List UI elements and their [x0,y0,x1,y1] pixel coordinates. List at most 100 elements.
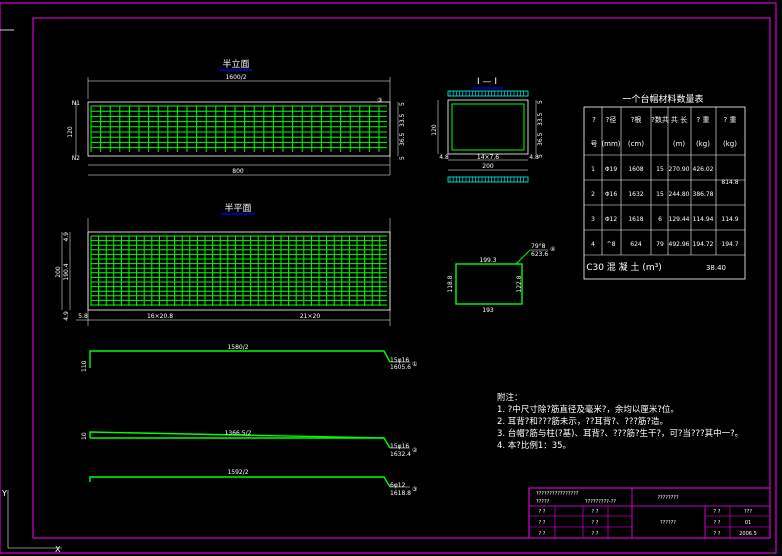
section-title: I — I [477,77,497,87]
table-cell: 79 [656,241,664,248]
title-block-sub-mid: ?????????-?? [585,499,616,505]
elevation-callout: ③ [377,97,382,104]
bar-3-no: ③ [412,486,417,493]
table-header-bot-1: 号 [591,140,598,148]
table-header-bot-5: (m) [673,140,686,148]
elevation-tag-n2: N2 [72,155,80,162]
elevation-title: 半立面 [222,58,249,70]
bar-2-no: ② [412,447,418,454]
plan-rebar-grid [90,235,387,306]
elevation-rebar-grid [90,105,387,152]
section-bottom-dim-1: 4.8 [439,154,449,161]
section-view: I — I 120 4.8 14×7.6 4.8 200 5 33.5 36.5… [431,77,544,183]
svg-text:Y: Y [1,489,7,498]
title-block-project: ???????????????? [536,491,579,497]
section-bottom-hatch [447,176,529,183]
stirrup-top-dim: 199.3 [479,257,496,264]
plan-outline [87,231,391,311]
table-concrete-label: C30 混 凝 土 (m³) [586,261,662,273]
section-left-dim: 120 [431,124,438,136]
title-block-sub-left: ????? [536,499,550,505]
bar-3-label: 1592/2 [227,469,248,476]
title-block-r1-c2: ? ? [592,509,599,515]
title-block-drawing-name: ???????? [657,495,679,501]
table-cell: 244.80 [669,191,690,198]
notes-line-4: 4. 本?比例1：35。 [497,440,571,451]
title-block-r1-c3: ? ? [714,509,721,515]
plan-view: 半平面 4.9 190.4 4.9 200 5.8 16×20.8 21×20 [55,202,391,326]
table-cell: 194.72 [693,241,714,248]
table-cell: Φ12 [605,216,618,223]
title-block: ???????????????? ????? ?????????-?? ????… [528,487,771,539]
table-cell: 270.90 [669,166,690,173]
notes-line-1: 1. ?中尺寸除?筋直径及毫米?，余均以厘米?位。 [497,404,679,415]
stirrup-left-dim: 118.8 [447,275,454,292]
plan-left-total: 200 [55,266,62,278]
table-header-bot-7: (kg) [723,140,737,148]
table-header-top-3: ?根 [631,115,642,124]
plan-title: 半平面 [224,202,251,214]
elevation-tag-n1: N1 [72,100,80,107]
section-right-dim-1: 5 [537,100,544,104]
title-block-r1-c4: ??? [744,509,752,515]
title-block-r2-c4: 01 [745,520,751,526]
table-header-bot-3: (cm) [628,140,644,148]
bar-1-callout-1: 15φ16 [390,357,409,364]
plan-bottom-dim-3: 21×20 [300,313,320,320]
table-header-top-2: ?径 [606,115,617,124]
bar-3-shape: 1592/2 6φ12 1618.8 ③ [89,469,417,497]
stirrup-right-dim: 122.8 [516,275,523,292]
title-block-r2-c2: ? ? [592,520,599,526]
table-cell: 1618 [628,216,643,223]
section-right-dim-4: 5 [537,154,544,158]
bar-2-vert: 10 [81,432,88,440]
ucs-icon: Y X [1,489,62,554]
title-block-r1-c1: ? ? [539,509,546,515]
elevation-top-dim: 1600/2 [225,74,246,81]
plan-bottom-dim-2: 16×20.8 [147,313,173,320]
table-header-bot-6: (kg) [696,140,710,148]
table-header-top-7: ? 重 [724,116,737,124]
elevation-right-dim-3: 36.5 [399,132,406,146]
material-table: 一个台帽材料数量表 ? ?径 ?根 ?数共 共 长 ? 重 ? 重 号 (mm)… [583,93,746,280]
notes-line-2: 2. 耳背?和???筋未示，??耳背?、???筋?造。 [497,416,668,427]
table-header-top-1: ? [592,116,596,124]
table-header-top-6: ? 重 [697,116,710,124]
table-cell-total-weight: 814.8 [721,179,738,186]
table-cell: 129.44 [669,216,690,223]
stirrup-shape [455,263,523,305]
table-cell: 6 [658,216,662,223]
table-cell: 15 [656,191,664,198]
title-block-r3-c2: ? ? [592,531,599,537]
plan-left-dim-3: 4.9 [63,311,70,321]
notes-line-3: 3. 台帽?筋与柱(?基)、耳背?、???筋?生干?，可?当???其中一?。 [497,428,743,439]
table-header-top-5: 共 长 [671,115,687,124]
table-cell: 492.96 [669,241,690,248]
title-block-r3-c1: ? ? [539,531,546,537]
elevation-bottom-dim: 800 [232,168,244,175]
stirrup-callout-1: 79°8 [531,243,546,250]
table-cell-total-weight: 194.7 [721,241,738,248]
section-right-dim-3: 36.5 [537,132,544,146]
stirrup-detail: 199.3 118.8 122.8 193 79°8 623.6 ④ [447,243,555,314]
title-block-r2-c3: ? ? [714,520,721,526]
bar-2-callout-2: 1632.4 [390,451,411,458]
svg-text:X: X [55,545,61,554]
table-cell: 2 [591,191,595,198]
title-block-r2-c1: ? ? [539,520,546,526]
notes: 附注： 1. ?中尺寸除?筋直径及毫米?，余均以厘米?位。 2. 耳背?和???… [497,392,743,451]
table-cell: 1632 [628,191,643,198]
bar-2-shape: 1366.5/2 10 15φ16 1632.4 ② [81,430,418,458]
table-title: 一个台帽材料数量表 [622,93,703,105]
bar-2-label: 1366.5/2 [225,430,252,437]
elevation-right-dim-2: 33.5 [399,113,406,127]
bar-2-callout-1: 15φ16 [390,443,409,450]
table-header-top-4: ?数共 [651,115,669,124]
table-cell: 426.02 [693,166,714,173]
drawing-frame [32,17,771,539]
bar-1-label: 1580/2 [227,344,248,351]
